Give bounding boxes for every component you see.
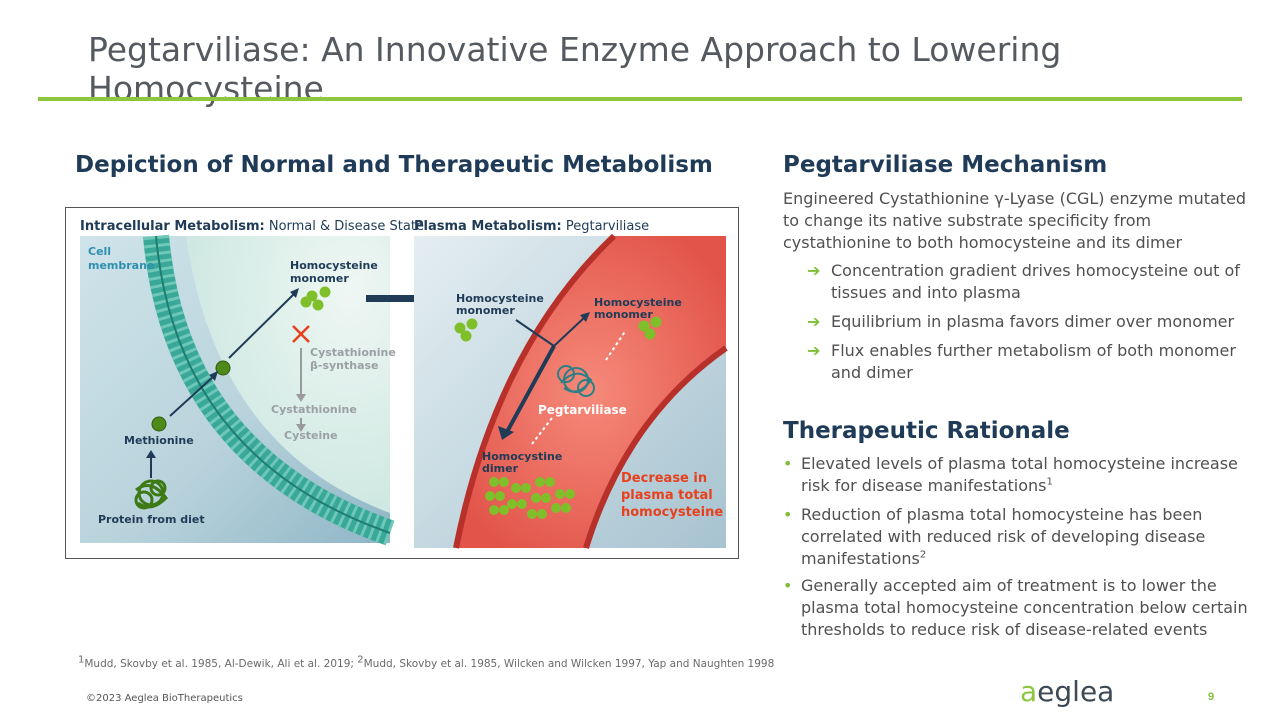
- plasma-title: Plasma Metabolism:: [414, 219, 562, 234]
- enzyme-icon: [557, 365, 595, 397]
- rationale-bullet: • Reduction of plasma total homocysteine…: [783, 505, 1206, 568]
- plasma-monomer-molecules: [454, 318, 478, 342]
- synthase-label-1: Cystathionine: [310, 346, 396, 359]
- bullet-dot: •: [783, 505, 793, 524]
- cell-membrane-label-1: Cell: [88, 245, 111, 258]
- mechanism-point: ➔ Flux enables further metabolism of bot…: [807, 341, 1236, 382]
- dimer-molecules: [485, 477, 575, 519]
- svg-text:Plasma Metabolism: Pegtarvilia: Plasma Metabolism: Pegtarviliase: [414, 219, 649, 234]
- plasma-monomer-label-2: monomer: [456, 304, 515, 317]
- protein-label: Protein from diet: [98, 513, 205, 526]
- x-mark-icon: [292, 325, 310, 343]
- decrease-label-1: Decrease in: [621, 471, 707, 486]
- cystathionine-label: Cystathionine: [271, 403, 357, 416]
- methionine-label: Methionine: [124, 434, 194, 447]
- pegtarviliase-label: Pegtarviliase: [538, 403, 627, 417]
- methionine-molecule: [151, 416, 167, 432]
- dimer-label-1: Homocystine: [482, 450, 562, 463]
- cell-interior: [186, 236, 390, 513]
- rationale-bullet: • Elevated levels of plasma total homocy…: [783, 454, 1238, 495]
- cysteine-label: Cysteine: [284, 429, 338, 442]
- vessel-monomer-label-1: Homocysteine: [594, 296, 682, 309]
- rationale-bullet: • Generally accepted aim of treatment is…: [783, 576, 1248, 639]
- page-number: 9: [1208, 691, 1215, 703]
- metabolism-diagram: Intracellular Metabolism: Normal & Disea…: [65, 207, 739, 559]
- vessel-monomer-molecules: [638, 316, 662, 340]
- green-arrow-icon: ➔: [807, 341, 821, 360]
- bullet-dot: •: [783, 576, 793, 595]
- svg-text:Intracellular Metabolism: Norm: Intracellular Metabolism: Normal & Disea…: [80, 219, 424, 234]
- green-arrow-icon: ➔: [807, 261, 821, 280]
- left-heading: Depiction of Normal and Therapeutic Meta…: [75, 152, 713, 178]
- company-logo: aeglea: [1020, 675, 1115, 708]
- blood-vessel: [456, 236, 726, 548]
- title-divider: [38, 97, 1242, 101]
- decrease-label-3: homocysteine: [621, 505, 723, 520]
- green-arrow-icon: ➔: [807, 312, 821, 331]
- mechanism-intro: Engineered Cystathionine γ-Lyase (CGL) e…: [783, 189, 1247, 252]
- mechanism-point: ➔ Concentration gradient drives homocyst…: [807, 261, 1240, 302]
- intracellular-subtitle: Normal & Disease State: [265, 219, 424, 234]
- copyright: ©2023 Aeglea BioTherapeutics: [86, 693, 243, 704]
- mechanism-heading: Pegtarviliase Mechanism: [783, 152, 1108, 178]
- rationale-heading: Therapeutic Rationale: [783, 418, 1070, 444]
- plasma-monomer-label-1: Homocysteine: [456, 292, 544, 305]
- homocysteine-molecules: [300, 286, 331, 311]
- protein-icon: [134, 479, 168, 510]
- mechanism-point: ➔ Equilibrium in plasma favors dimer ove…: [807, 312, 1235, 331]
- homocysteine-monomer-label-1: Homocysteine: [290, 259, 378, 272]
- dimer-label-2: dimer: [482, 462, 519, 475]
- intracellular-title: Intracellular Metabolism:: [80, 219, 265, 234]
- bullet-dot: •: [783, 454, 793, 473]
- vessel-monomer-label-2: monomer: [594, 308, 653, 321]
- plasma-subtitle: Pegtarviliase: [562, 219, 649, 234]
- cell-membrane-label-2: membrane: [88, 259, 154, 272]
- synthase-label-2: β-synthase: [310, 359, 379, 372]
- page-title: Pegtarviliase: An Innovative Enzyme Appr…: [88, 30, 1062, 108]
- homocysteine-monomer-label-2: monomer: [290, 272, 349, 285]
- arrow-to-monomer: [228, 293, 295, 359]
- footnote: 1Mudd, Skovby et al. 1985, Al-Dewik, Ali…: [78, 654, 775, 670]
- homocysteine-in-membrane: [215, 360, 231, 376]
- decrease-label-2: plasma total: [621, 488, 713, 503]
